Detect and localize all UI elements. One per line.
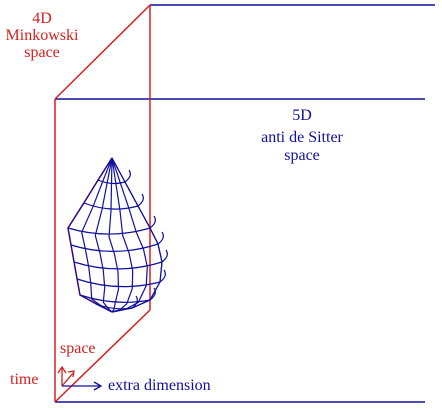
minkowski-brane [54, 4, 151, 403]
labels: 4D Minkowski space 5D anti de Sitter spa… [6, 10, 344, 394]
mesh-ring-back [161, 249, 168, 263]
axis-space-label: space [60, 340, 96, 357]
mesh-meridian [81, 157, 113, 313]
mesh-ring [70, 243, 159, 252]
bulk-surface-mesh [67, 157, 168, 313]
mesh-ring-back [159, 269, 166, 283]
mesh-meridian [111, 157, 148, 313]
minkowski-label-line1: 4D [32, 10, 52, 27]
mesh-meridian [67, 157, 113, 313]
minkowski-label-line2: Minkowski [6, 27, 79, 44]
brane-top-diagonal [54, 4, 151, 100]
brane-bottom-diagonal [54, 309, 151, 403]
mesh-outline [111, 157, 163, 313]
mesh-ring-back [157, 231, 164, 245]
mesh-ring-back [137, 193, 144, 207]
extra-dimension-axis-arrow [62, 381, 103, 391]
axis-extra-dimension-label: extra dimension [108, 377, 211, 394]
ads-label-line1: 5D [292, 107, 312, 124]
mesh-meridian [94, 157, 113, 313]
mesh-ring [73, 261, 163, 270]
axis-arrows [57, 365, 103, 391]
mesh-meridian [108, 157, 120, 313]
mesh-meridian [111, 157, 134, 313]
boundary-region-outline [67, 157, 113, 313]
ads-label-line3: space [284, 147, 320, 164]
minimal-surface [67, 157, 168, 313]
mesh-ring-back [124, 169, 131, 183]
ads-bulk-box [55, 4, 435, 403]
minkowski-label-line3: space [24, 44, 60, 61]
ads-label-line2: anti de Sitter [261, 129, 343, 146]
time-axis-arrow [57, 365, 67, 386]
axis-time-label: time [10, 371, 38, 388]
mesh-ring-back [149, 215, 156, 229]
space-axis-arrow [61, 370, 75, 387]
